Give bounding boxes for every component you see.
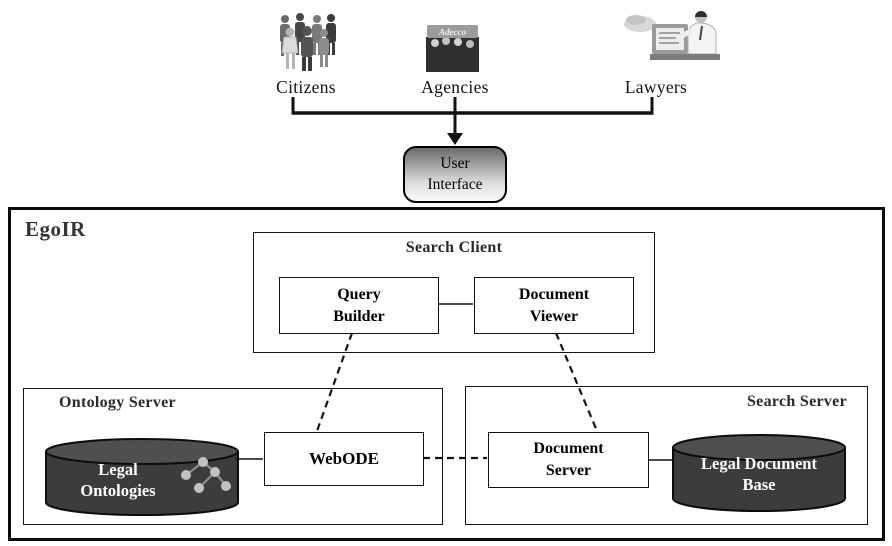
lawyers-photo (612, 8, 720, 67)
legal-document-base-database: Legal Document Base (670, 434, 848, 513)
document-server-label: Document Server (533, 440, 604, 479)
webode-label: WebODE (309, 448, 379, 468)
agencies-sign (427, 25, 478, 38)
cylinder-top (672, 434, 846, 461)
document-viewer-node: Document Viewer (474, 277, 634, 334)
document-viewer-label: Document Viewer (518, 285, 590, 325)
legal-ontologies-label: Legal Ontologies (80, 460, 156, 501)
query-builder-node: Query Builder (279, 277, 439, 334)
user-interface-label: User Interface (427, 155, 483, 193)
ontology-server-box: Ontology Server Legal Ontologies (23, 388, 443, 525)
search-client-title: Search Client (405, 239, 503, 256)
agencies-photo: Adecco (424, 24, 481, 77)
ontology-graph-icon (181, 457, 231, 493)
search-server-box: Search Server Document Server Legal Docu… (465, 386, 868, 525)
citizens-label: Citizens (276, 77, 336, 97)
query-builder-label: Query Builder (333, 285, 385, 325)
webode-node: WebODE (264, 432, 424, 486)
citizens-figures (280, 13, 336, 71)
document-server-node: Document Server (488, 432, 649, 488)
agencies-label: Agencies (421, 77, 489, 97)
lawyers-label: Lawyers (624, 77, 688, 97)
egoir-title: EgoIR (25, 217, 86, 241)
agencies-sign-text: Adecco (438, 27, 466, 37)
user-interface-node: User Interface (403, 146, 507, 203)
legal-ontologies-database: Legal Ontologies (43, 438, 241, 517)
ontology-server-title: Ontology Server (59, 394, 176, 411)
cylinder-top (45, 438, 239, 465)
arrowhead-to-user-interface (447, 133, 463, 145)
citizens-photo (273, 11, 340, 77)
search-server-title: Search Server (746, 393, 847, 410)
search-client-box: Search Client Query Builder Document Vie… (253, 232, 655, 353)
legal-document-base-label: Legal Document Base (701, 454, 817, 495)
lawyers-scene (624, 11, 720, 60)
